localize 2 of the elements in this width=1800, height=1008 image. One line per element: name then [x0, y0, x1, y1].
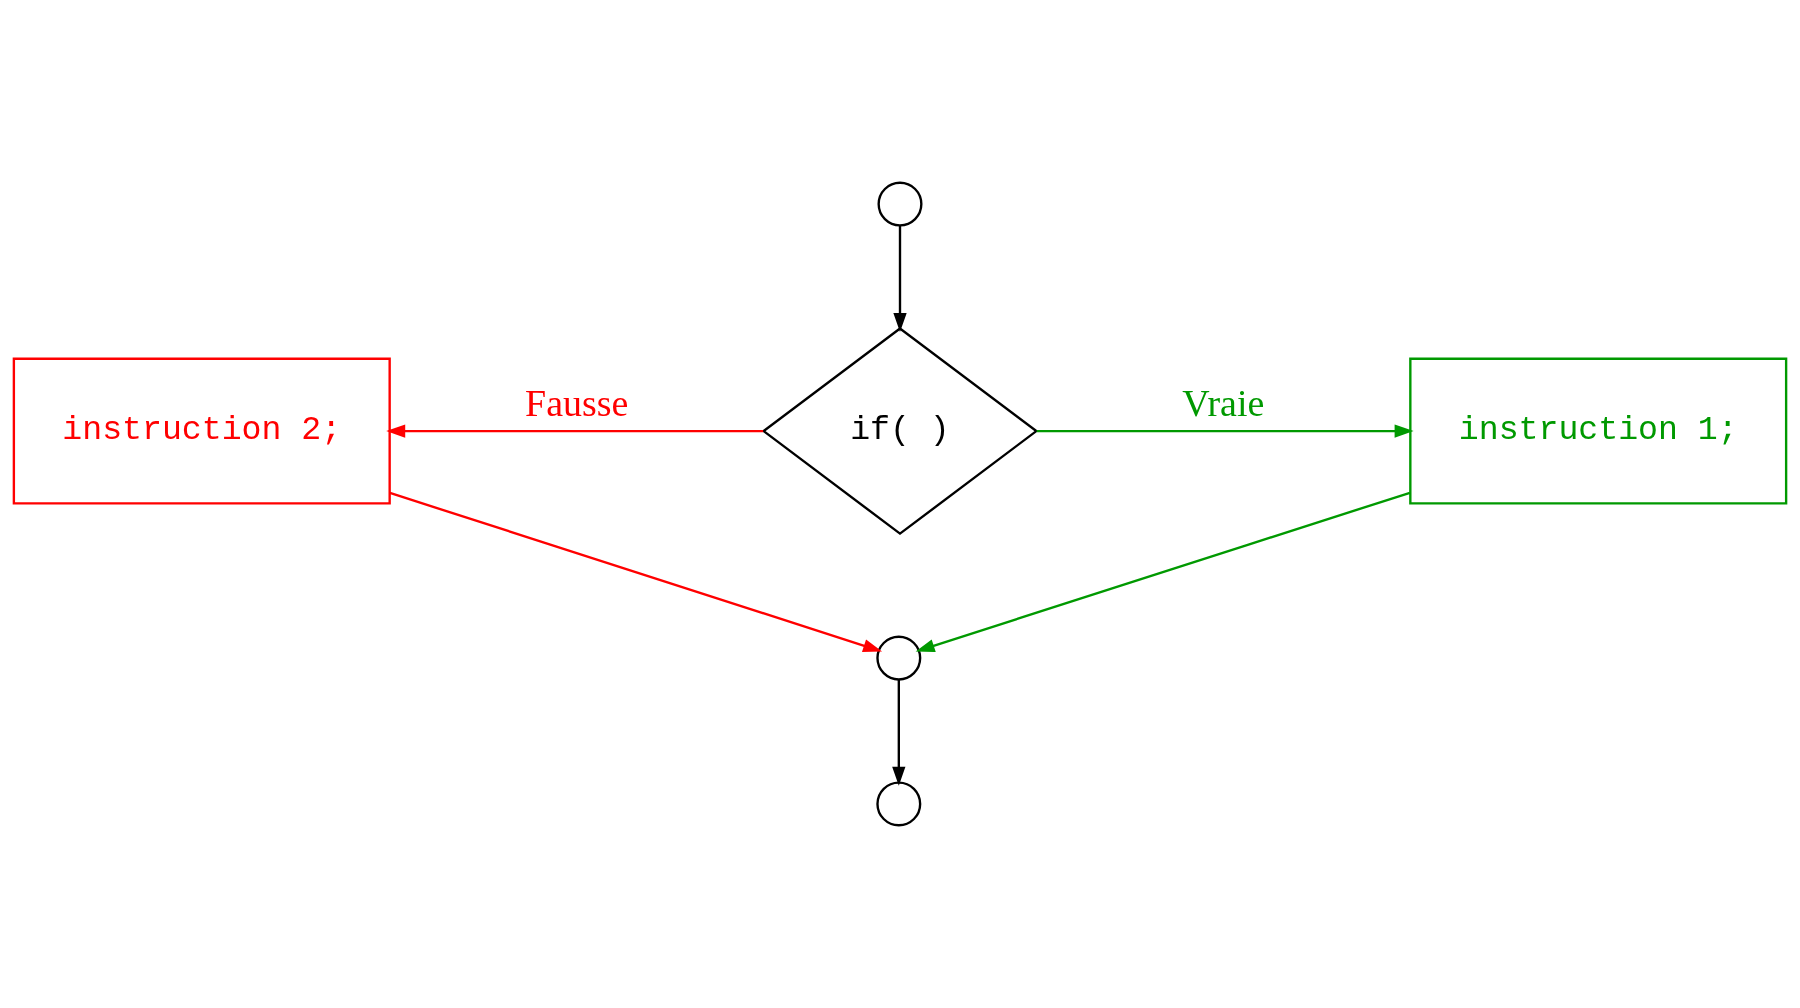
edge-label: Vraie	[1182, 382, 1265, 425]
edge-label: Fausse	[525, 382, 629, 425]
